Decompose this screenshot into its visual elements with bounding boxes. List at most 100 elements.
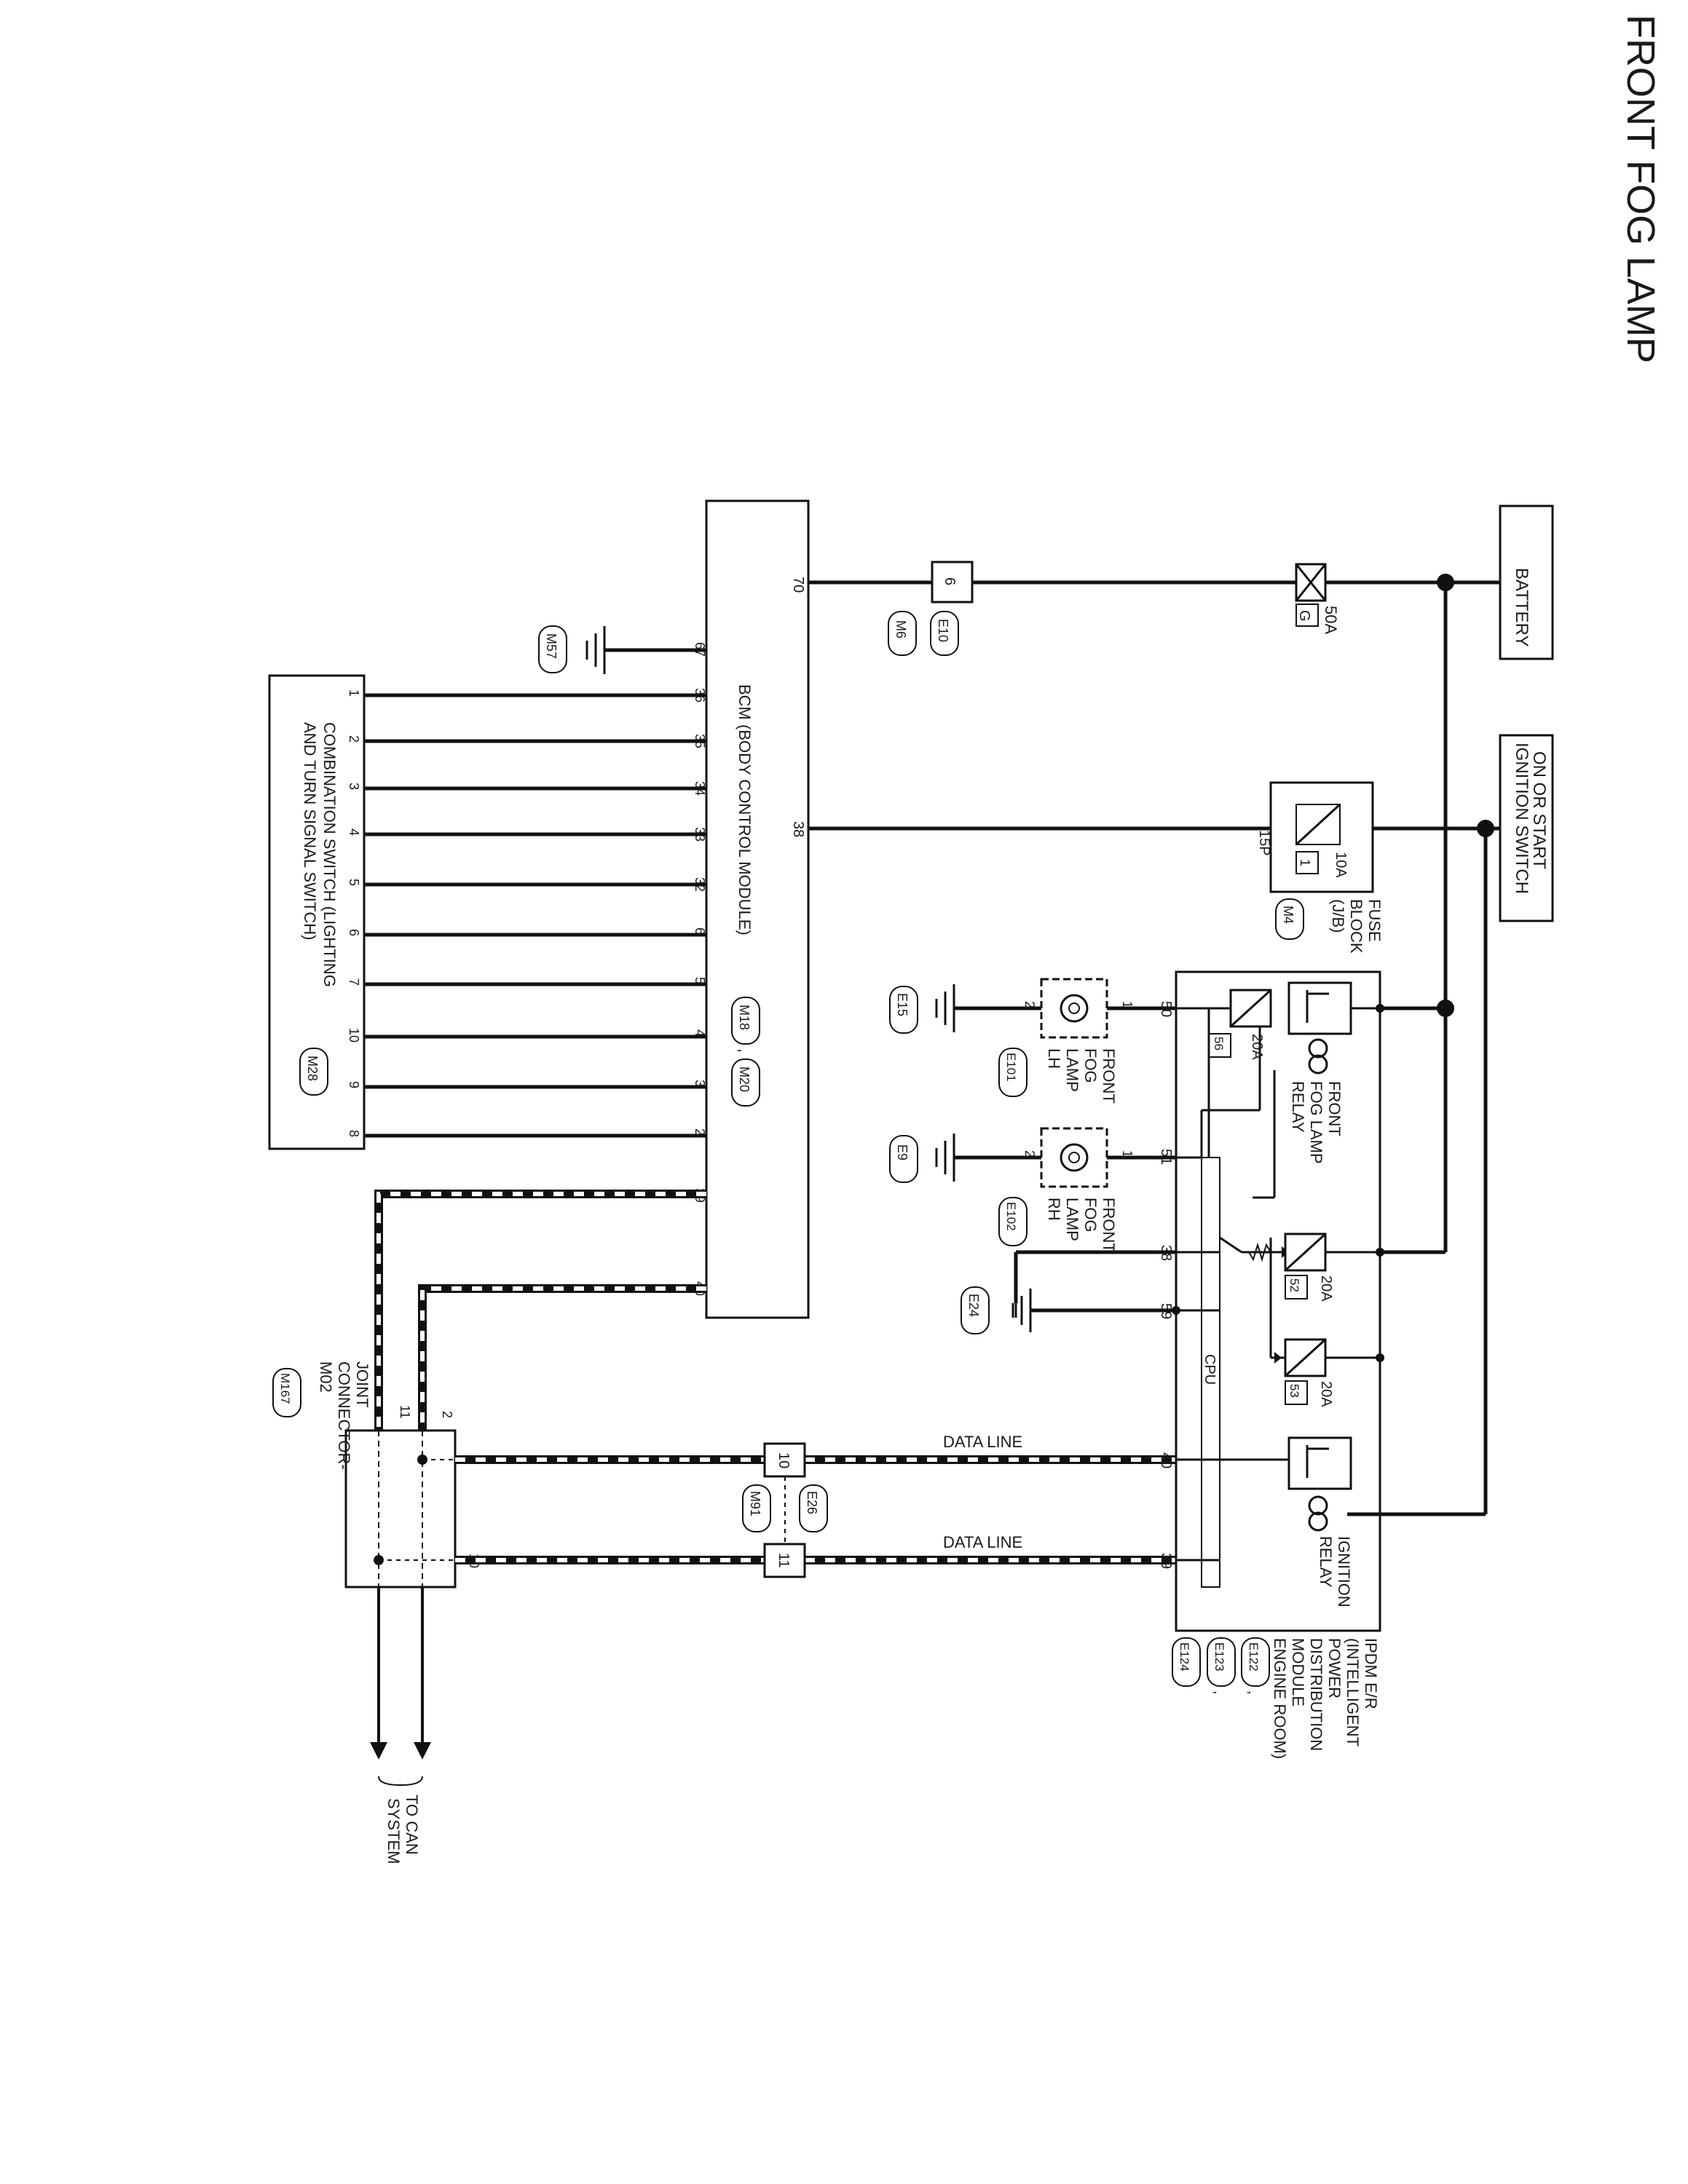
svg-text:2: 2 (693, 1128, 707, 1136)
svg-text:BATTERY: BATTERY (1512, 568, 1531, 646)
svg-text:50: 50 (1158, 1001, 1174, 1017)
to-can-system: TO CAN SYSTEM (370, 1587, 431, 1864)
svg-text:FRONT: FRONT (1100, 1198, 1118, 1253)
svg-text:52: 52 (1287, 1278, 1301, 1292)
svg-text:M91: M91 (748, 1491, 762, 1516)
svg-text:67: 67 (693, 642, 707, 657)
svg-text:MODULE: MODULE (1289, 1638, 1307, 1706)
svg-text:RELAY: RELAY (1289, 1081, 1307, 1133)
svg-text:G: G (1296, 610, 1312, 622)
fuse-block-jb: 10A 1 15P FUSE BLOCK (J/B) M4 (1256, 781, 1384, 954)
svg-text:11: 11 (398, 1405, 412, 1419)
svg-text:6: 6 (942, 577, 958, 585)
svg-text:6: 6 (693, 927, 707, 935)
inline-connector-e10: 6 E10 M6 (888, 561, 974, 656)
diagram-title: FRONT FOG LAMP (1619, 15, 1663, 363)
svg-text:50A: 50A (1322, 606, 1340, 634)
svg-text:E124: E124 (1178, 1642, 1191, 1671)
svg-text:2: 2 (1022, 1001, 1037, 1008)
svg-text:M4: M4 (1281, 906, 1295, 924)
data-line-labels: DATA LINE DATA LINE (943, 1433, 1022, 1551)
svg-text:E102: E102 (1004, 1202, 1018, 1231)
front-fog-lamp-lh: 1 2 FRONT FOG LAMP LH E101 E15 (889, 978, 1135, 1104)
can-inline-connector: 10 11 E26 M91 (742, 1442, 828, 1578)
svg-text:BLOCK: BLOCK (1347, 899, 1365, 954)
svg-text:FRONT: FRONT (1325, 1081, 1344, 1136)
svg-text:70: 70 (790, 577, 806, 593)
svg-text:6: 6 (347, 929, 361, 936)
svg-text:5: 5 (347, 879, 361, 886)
svg-text:M57: M57 (544, 633, 559, 659)
bcm-module: 70 38 BCM (BODY CONTROL MODULE) M18 , M2… (693, 499, 810, 1319)
ground-e24: E24 (961, 1286, 1032, 1334)
ground-m57: M57 (538, 625, 606, 674)
svg-text:20A: 20A (1318, 1381, 1334, 1407)
front-fog-lamp-rh: 1 2 FRONT FOG LAMP RH E102 E9 (889, 1127, 1135, 1253)
svg-text:E24: E24 (966, 1294, 981, 1317)
svg-text:ENGINE ROOM): ENGINE ROOM) (1271, 1638, 1289, 1759)
svg-text:51: 51 (1158, 1149, 1174, 1165)
svg-text:COMBINATION SWITCH (LIGHTING: COMBINATION SWITCH (LIGHTING (320, 722, 339, 987)
junction-dots (1437, 574, 1494, 1017)
svg-text:2: 2 (1022, 1150, 1037, 1158)
svg-text:E122: E122 (1247, 1642, 1261, 1671)
svg-text:IGNITION: IGNITION (1335, 1536, 1353, 1607)
ignition-switch-supply: IGNITION SWITCH ON OR START (1499, 734, 1554, 922)
svg-text:LAMP: LAMP (1063, 1198, 1081, 1241)
fuse-50a: 50A G (1295, 563, 1340, 634)
svg-text:,: , (1211, 1690, 1227, 1695)
svg-text:20A: 20A (1318, 1275, 1334, 1302)
svg-text:RH: RH (1045, 1198, 1063, 1221)
svg-text:56: 56 (1212, 1037, 1226, 1051)
svg-text:39: 39 (1158, 1553, 1174, 1569)
svg-text:M02: M02 (317, 1361, 335, 1393)
svg-text:SYSTEM: SYSTEM (384, 1798, 403, 1864)
combination-switch: 1 2 3 4 5 6 7 10 9 8 COMBINATION SWITCH … (268, 674, 366, 1150)
data-lines (455, 1455, 1176, 1564)
svg-text:AND TURN SIGNAL SWITCH): AND TURN SIGNAL SWITCH) (301, 722, 319, 940)
svg-text:E15: E15 (895, 993, 910, 1016)
svg-text:ON OR START: ON OR START (1529, 751, 1549, 869)
svg-text:FRONT FOG LAMP: FRONT FOG LAMP (1619, 15, 1663, 363)
svg-text:,: , (1245, 1690, 1261, 1695)
svg-text:1: 1 (347, 689, 361, 697)
svg-text:59: 59 (1158, 1303, 1174, 1319)
svg-text:IGNITION SWITCH: IGNITION SWITCH (1512, 743, 1531, 894)
svg-text:FUSE: FUSE (1365, 899, 1384, 942)
svg-text:40: 40 (1158, 1452, 1174, 1468)
svg-text:38: 38 (1158, 1245, 1174, 1261)
svg-text:5: 5 (693, 977, 707, 984)
svg-text:1: 1 (1120, 1150, 1135, 1158)
svg-text:E26: E26 (805, 1491, 819, 1514)
svg-text:LH: LH (1045, 1048, 1063, 1069)
svg-text:IPDM E/R: IPDM E/R (1362, 1638, 1380, 1709)
svg-text:15P: 15P (1256, 830, 1272, 856)
svg-text:LAMP: LAMP (1063, 1048, 1081, 1092)
svg-text:M28: M28 (305, 1056, 320, 1081)
svg-text:FOG: FOG (1081, 1198, 1100, 1233)
svg-text:20A: 20A (1249, 1034, 1265, 1060)
svg-text:CONNECTOR-: CONNECTOR- (335, 1361, 353, 1470)
svg-text:M20: M20 (737, 1067, 752, 1092)
svg-text:CPU: CPU (1202, 1354, 1218, 1385)
svg-text:M18: M18 (737, 1005, 752, 1030)
svg-text:TO CAN: TO CAN (403, 1795, 421, 1855)
svg-text:M167: M167 (278, 1373, 292, 1404)
combination-switch-wires (364, 693, 706, 1138)
svg-text:FRONT: FRONT (1100, 1048, 1118, 1104)
svg-text:DISTRIBUTION: DISTRIBUTION (1307, 1638, 1325, 1751)
svg-text:10: 10 (347, 1028, 361, 1042)
ipdm-module: CPU (1158, 970, 1384, 1759)
svg-text:3: 3 (347, 783, 361, 790)
svg-text:4: 4 (693, 1029, 707, 1037)
svg-text:7: 7 (347, 978, 361, 986)
svg-text:,: , (735, 1048, 754, 1053)
svg-text:JOINT: JOINT (353, 1361, 371, 1408)
svg-text:DATA LINE: DATA LINE (943, 1433, 1022, 1451)
svg-text:2: 2 (440, 1411, 454, 1418)
svg-text:(J/B): (J/B) (1329, 899, 1347, 933)
svg-text:10A: 10A (1333, 852, 1349, 878)
svg-text:1: 1 (1298, 859, 1312, 866)
svg-text:8: 8 (347, 1130, 361, 1137)
